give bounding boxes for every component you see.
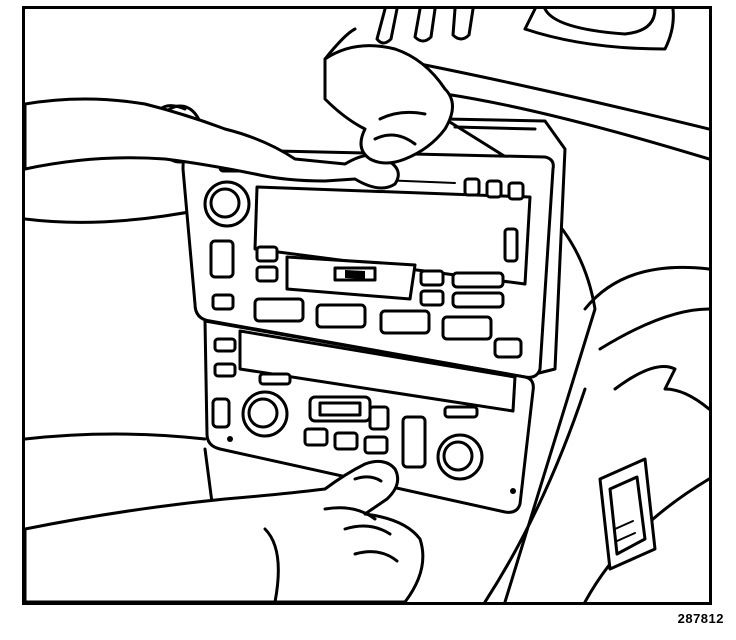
hand-upper-icon — [25, 27, 454, 190]
hand-lower-icon — [25, 459, 425, 602]
radio-faceplate-illustration — [181, 117, 567, 379]
radio-removal-illustration — [25, 9, 709, 602]
illustration-frame — [22, 6, 712, 605]
climate-control-illustration — [203, 319, 535, 514]
figure-id-label: 287812 — [677, 611, 724, 626]
